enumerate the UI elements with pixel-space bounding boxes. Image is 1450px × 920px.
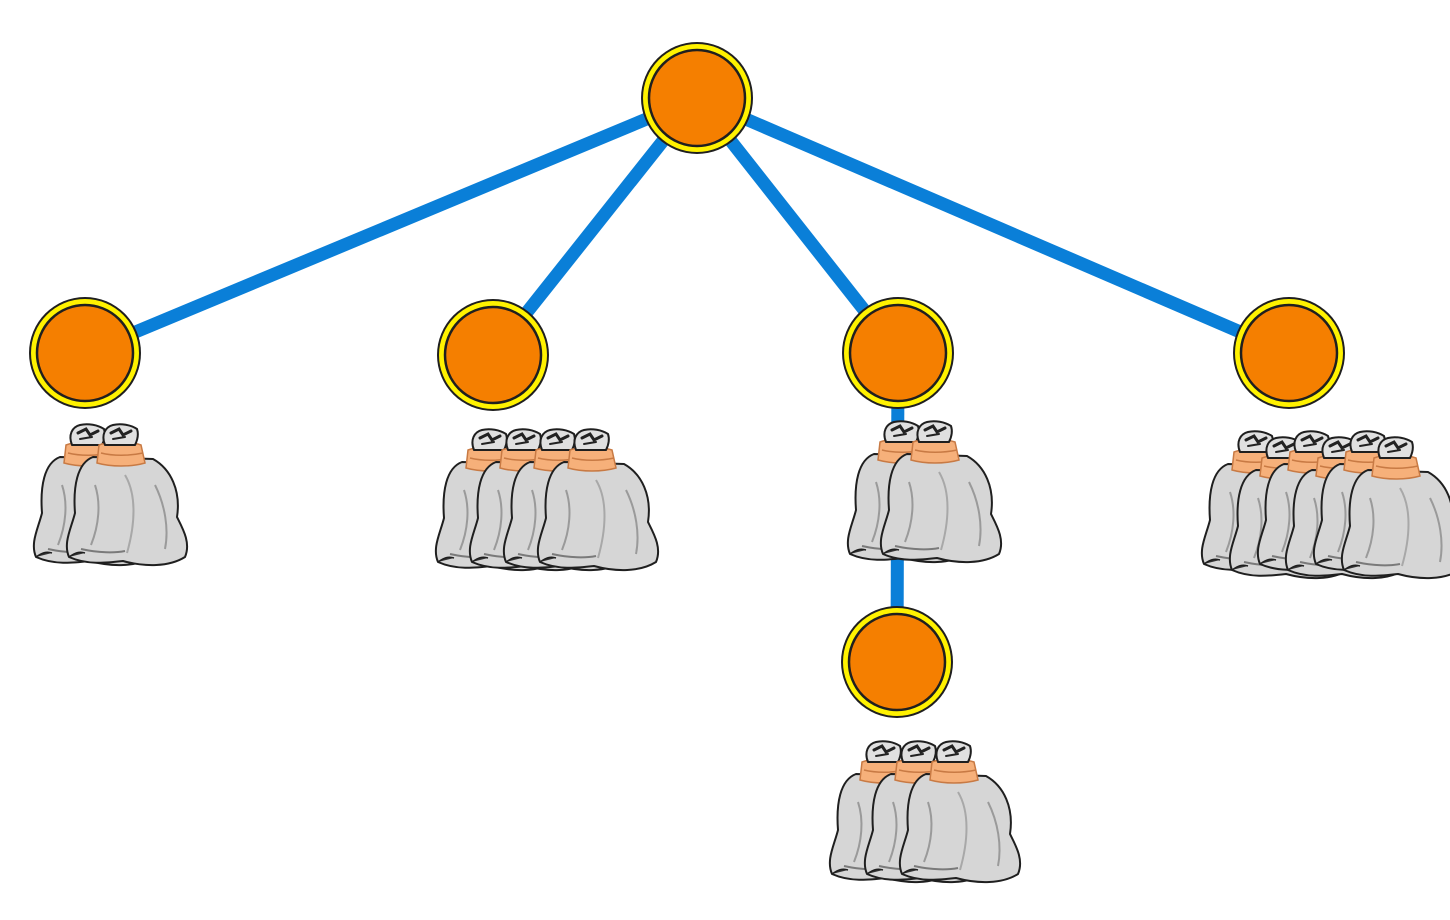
tree-node-child-2 xyxy=(437,299,549,411)
tree-node-child-3 xyxy=(842,297,954,409)
money-sack-icon xyxy=(879,420,1003,564)
edge-root-to-child-4 xyxy=(694,92,1292,359)
circle-node-icon xyxy=(848,303,948,403)
edges-layer xyxy=(82,92,1292,663)
sack-group-child-2 xyxy=(434,428,660,572)
tree-node-child-4 xyxy=(1233,297,1345,409)
circle-node-icon xyxy=(35,303,135,403)
sack-group-grandchild-1 xyxy=(828,740,1022,884)
money-sack-icon xyxy=(65,423,189,567)
circle-node-icon xyxy=(647,48,747,148)
sacks-layer xyxy=(32,420,1450,884)
circle-node-icon xyxy=(1239,303,1339,403)
tree-node-child-1 xyxy=(29,297,141,409)
money-sack-icon xyxy=(898,740,1022,884)
tree-node-root xyxy=(641,42,753,154)
circle-node-icon xyxy=(847,612,947,712)
edge-root-to-child-1 xyxy=(82,92,700,359)
nodes-layer xyxy=(29,42,1345,718)
sack-group-child-4 xyxy=(1200,430,1450,580)
money-sack-icon xyxy=(1340,436,1450,580)
sack-group-child-3 xyxy=(846,420,1003,564)
sack-group-child-1 xyxy=(32,423,189,567)
money-sack-icon xyxy=(536,428,660,572)
circle-node-icon xyxy=(443,305,543,405)
tree-node-grandchild-1 xyxy=(841,606,953,718)
